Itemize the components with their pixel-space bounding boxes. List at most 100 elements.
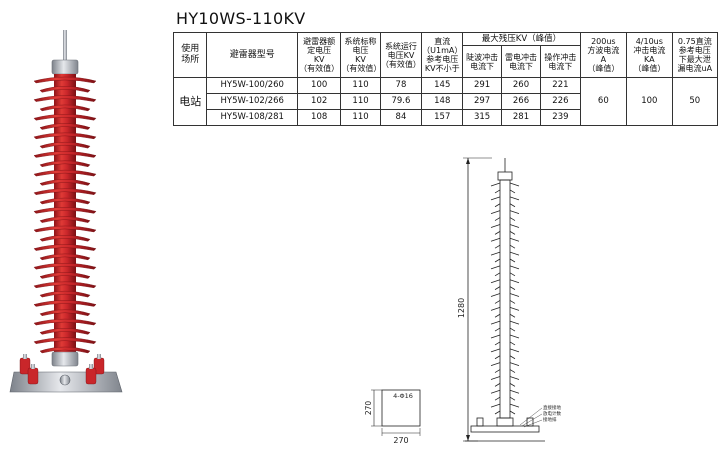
header-max-residual: 最大残压KV（峰值） — [462, 31, 581, 47]
header-impulse-current: 4/10us 冲击电流 KA （峰值） — [626, 32, 673, 78]
outline-shed — [494, 286, 516, 290]
cell-model: HY5W-100/260 — [206, 77, 299, 94]
outline-shed — [494, 369, 516, 373]
callout-2: 放电计数 — [543, 410, 561, 417]
outline-shed — [490, 279, 520, 284]
outline-shed — [494, 396, 516, 401]
cell-impulse: 100 — [626, 77, 673, 126]
outline-core — [499, 179, 511, 419]
outline-flange — [496, 417, 514, 427]
outline-base — [470, 425, 540, 433]
header-model: 避雷器型号 — [206, 32, 299, 78]
page-title: HY10WS-110KV — [176, 9, 306, 28]
outline-shed — [490, 237, 520, 242]
insulator-shed — [39, 179, 91, 186]
height-arrow-bottom — [466, 435, 470, 441]
cell-model: HY5W-102/266 — [206, 93, 299, 110]
outline-shed — [490, 224, 520, 228]
outline-shed — [494, 300, 516, 304]
outline-shed — [490, 210, 520, 215]
outline-shed — [494, 231, 516, 235]
outline-shed — [490, 320, 520, 325]
header-steep-wave: 陡波冲击 电流下 — [462, 45, 502, 78]
insulator-shed — [39, 346, 91, 354]
outline-shed — [490, 389, 520, 394]
header-system-voltage: 系统标称 电压 KV （有效值） — [340, 32, 381, 78]
table-row: 电站 HY5W-100/260 100 110 78 145 291 260 2… — [172, 77, 718, 126]
outline-shed — [494, 383, 516, 387]
bottom-flange — [51, 351, 79, 367]
cell-steep: 291 — [462, 77, 502, 94]
outline-shed — [494, 313, 516, 318]
header-square-wave: 200us 方波电流 A （峰值） — [579, 32, 628, 78]
outline-shed — [490, 182, 520, 187]
outline-shed — [490, 348, 520, 353]
outline-shed — [494, 244, 516, 249]
header-rated-voltage: 避雷器额 定电压 KV （有效值） — [297, 32, 342, 78]
insulator-shed — [39, 309, 91, 316]
dimension-drawing: 1280 4-Φ16 270 270 直接接地 放电计数 接地排 — [364, 157, 561, 445]
insulator-shed — [33, 132, 97, 140]
insulator-shed — [33, 114, 97, 121]
outline-shed — [490, 334, 520, 339]
cell-dc: 145 — [421, 77, 464, 94]
outline-shed — [490, 306, 520, 311]
foot-bolt — [31, 364, 35, 369]
insulator-shed — [39, 328, 91, 335]
insulator-shed — [39, 253, 91, 261]
callout-3: 接地排 — [543, 416, 557, 423]
cell-dc: 148 — [421, 93, 464, 110]
cell-operating: 79.6 — [379, 93, 423, 110]
insulator-shed — [33, 281, 97, 289]
header-switching: 操作冲击 电流下 — [540, 45, 581, 78]
cell-system: 110 — [340, 77, 381, 94]
outline-shed — [490, 362, 520, 367]
base-plate-view: 4-Φ16 270 270 — [364, 389, 421, 445]
cell-switching: 239 — [540, 109, 581, 126]
insulator-shed — [39, 160, 91, 168]
callout-1: 直接接地 — [543, 404, 561, 411]
outline-shed — [490, 403, 520, 408]
insulator-shed — [39, 104, 91, 112]
insulator-shed — [33, 263, 97, 270]
cell-dc: 157 — [421, 109, 464, 126]
insulator-shed — [33, 207, 97, 214]
outline-shed — [490, 293, 520, 297]
insulator-shed — [33, 337, 97, 344]
header-row-1: 使用 场所 避雷器型号 避雷器额 定电压 KV （有效值） 系统标称 电压 KV… — [172, 31, 718, 78]
header-dc-reference: 直流 （U1mA） 参考电压 KV不小于 — [421, 32, 464, 78]
cell-lightning: 260 — [500, 77, 542, 94]
outline-shed — [490, 265, 520, 270]
cell-system: 110 — [340, 93, 381, 110]
ground-terminal — [59, 374, 71, 386]
callouts: 直接接地 放电计数 接地排 — [519, 404, 561, 428]
outline-foot-right — [526, 417, 534, 427]
insulator-shed — [39, 197, 91, 205]
cell-switching: 226 — [540, 93, 581, 110]
outline-shed — [494, 217, 516, 221]
insulator-shed — [39, 290, 91, 298]
header-operating-voltage: 系统运行 电压KV （有效值） — [379, 32, 423, 78]
outline-shed — [494, 189, 516, 194]
base-height-label: 270 — [364, 401, 373, 416]
outline-shed — [494, 341, 516, 346]
cell-system: 110 — [340, 109, 381, 126]
height-dimension-label: 1280 — [457, 298, 466, 318]
height-arrow-top — [466, 158, 470, 164]
header-leakage: 0.75直流 参考电压 下最大泄 漏电流uA — [671, 32, 718, 78]
outline-shed — [490, 376, 520, 380]
insulator-shed — [39, 141, 91, 149]
outline-top-cap — [497, 171, 513, 181]
cell-operating: 78 — [379, 77, 423, 94]
cell-rated: 100 — [297, 77, 342, 94]
insulator-shed — [33, 169, 97, 177]
cell-station: 电站 — [172, 77, 208, 126]
cell-rated: 102 — [297, 93, 342, 110]
insulator-shed — [33, 244, 97, 251]
outline-shed — [490, 196, 520, 201]
insulator-shed — [33, 300, 97, 307]
insulator-shed — [39, 272, 91, 279]
table-row: HY5W-108/281 108 110 84 157 315 281 239 — [174, 109, 718, 126]
cell-operating: 84 — [379, 109, 423, 126]
insulator-shed — [33, 225, 97, 233]
